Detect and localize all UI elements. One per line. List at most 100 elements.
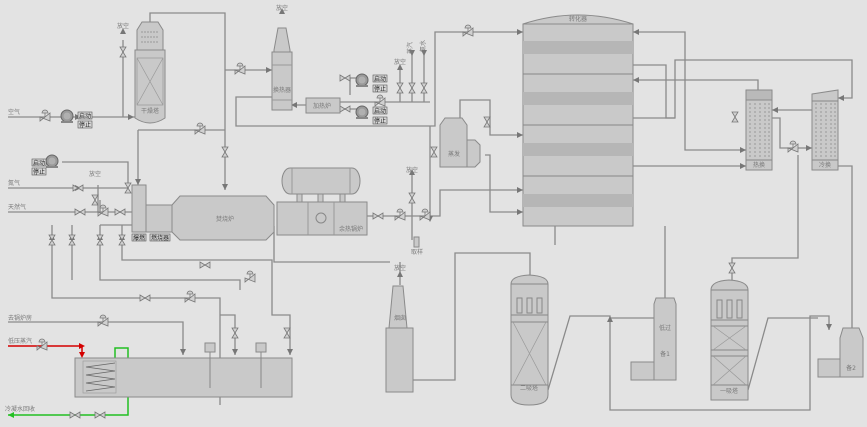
steam-label: 蒸汽	[406, 42, 414, 54]
svg-text:余热锅炉: 余热锅炉	[339, 225, 363, 233]
boiler-feed-label: 去锅炉房	[8, 314, 32, 322]
steam-valve[interactable]	[408, 82, 416, 94]
pump-2-start-button[interactable]: 启动	[31, 158, 47, 167]
svg-text:干燥塔: 干燥塔	[141, 107, 159, 115]
tank-valve-1[interactable]	[231, 327, 239, 339]
svg-text:冷换: 冷换	[819, 161, 831, 169]
incinerator: 焚烧炉	[131, 184, 275, 241]
svg-text:二吸塔: 二吸塔	[520, 384, 538, 392]
condensate-valve-1[interactable]	[69, 411, 81, 419]
gas-valve-1[interactable]	[74, 208, 86, 216]
pump-discharge-valve[interactable]	[374, 94, 386, 107]
pump-4-stop-button[interactable]: 停止	[372, 116, 388, 125]
svg-text:蒸发: 蒸发	[448, 150, 460, 158]
svg-text:热换: 热换	[753, 161, 765, 169]
bypass-control-valve[interactable]	[194, 122, 206, 135]
svg-text:烟囱: 烟囱	[394, 314, 406, 322]
evaporator: 蒸发	[439, 117, 481, 168]
converter-inlet-valve[interactable]	[462, 24, 474, 37]
filter-tank: 低过 备1	[630, 297, 677, 381]
line-control-valve[interactable]	[244, 270, 256, 283]
steam-control-valve[interactable]	[36, 338, 48, 351]
air-control-valve[interactable]	[39, 109, 51, 122]
condensate-tank	[74, 342, 293, 398]
nitrogen-valve[interactable]	[72, 184, 84, 192]
svg-text:加热炉: 加热炉	[313, 102, 331, 110]
svg-text:燃烧器: 燃烧器	[151, 234, 169, 242]
absorber-valve[interactable]	[728, 262, 736, 274]
svg-text:停止: 停止	[33, 168, 45, 176]
svg-text:备1: 备1	[660, 350, 670, 358]
cold-exchanger: 冷换	[811, 89, 839, 171]
svg-text:转化器: 转化器	[569, 15, 587, 23]
hot-exchanger-valve[interactable]	[731, 111, 739, 123]
svg-text:爆燃: 爆燃	[133, 234, 145, 242]
gas-pump[interactable]	[45, 154, 59, 169]
evaporator-outlet-valve[interactable]	[483, 116, 491, 128]
preheater-control-valve[interactable]	[234, 62, 246, 75]
feed-pump-2[interactable]	[355, 105, 369, 120]
vent-valve[interactable]	[119, 46, 127, 58]
pump-inlet-valve-2[interactable]	[339, 105, 351, 113]
natural-gas-label: 天然气	[8, 203, 26, 211]
evaporator-valve[interactable]	[430, 146, 438, 158]
air-label: 空气	[8, 108, 20, 116]
heater: 加热炉	[305, 97, 341, 114]
pump-2-stop-button[interactable]: 停止	[31, 167, 47, 176]
feed-pump-1[interactable]	[355, 73, 369, 88]
vent-label-5: 放空	[406, 166, 418, 174]
tank-valve-2[interactable]	[283, 327, 291, 339]
boiler-control-valve-2[interactable]	[419, 208, 431, 221]
vent-label-2: 放空	[276, 4, 288, 12]
pump-inlet-valve[interactable]	[339, 74, 351, 82]
boiler-outlet-valve[interactable]	[372, 212, 384, 220]
nitrogen-label: 氮气	[8, 179, 20, 187]
pipe-network	[8, 12, 853, 416]
line-valve[interactable]	[199, 261, 211, 269]
pump-3-start-button[interactable]: 启动	[372, 74, 388, 83]
vent-label-3: 放空	[394, 58, 406, 66]
svg-text:停止: 停止	[374, 85, 386, 93]
burner-label: 燃烧器	[149, 233, 171, 242]
converter: 转化器	[522, 14, 634, 227]
air-pump[interactable]	[60, 109, 74, 124]
pump-3-stop-button[interactable]: 停止	[372, 84, 388, 93]
vent-label-6: 放空	[394, 264, 406, 272]
svg-text:启动: 启动	[79, 112, 91, 120]
svg-text:换热器: 换热器	[273, 86, 291, 94]
condensate-valve-2[interactable]	[94, 411, 106, 419]
waste-heat-boiler: 余热锅炉	[276, 167, 368, 236]
svg-text:一吸塔: 一吸塔	[720, 387, 738, 395]
pump-1-start-button[interactable]: 启动	[77, 111, 93, 120]
condensate-return-line	[8, 347, 129, 416]
line-valve-2[interactable]	[139, 294, 151, 302]
gas-valve-2[interactable]	[114, 208, 126, 216]
svg-text:取样: 取样	[411, 248, 423, 256]
sampling-point[interactable]: 取样	[411, 236, 423, 256]
svg-text:启动: 启动	[374, 75, 386, 83]
boiler-vent-valve[interactable]	[408, 192, 416, 204]
line-control-valve-2[interactable]	[184, 290, 196, 303]
ammonia-valve[interactable]	[420, 82, 428, 94]
svg-text:停止: 停止	[374, 117, 386, 125]
gas-vent-valve[interactable]	[91, 194, 99, 206]
pump-1-stop-button[interactable]: 停止	[77, 120, 93, 129]
pump-4-start-button[interactable]: 启动	[372, 106, 388, 115]
first-absorber: 一吸塔	[710, 279, 749, 401]
preheater: 换热器	[271, 27, 293, 111]
igniter-label: 爆燃	[131, 233, 147, 242]
svg-text:低过: 低过	[659, 324, 671, 332]
incinerator-inlet-valve[interactable]	[221, 146, 229, 158]
ammonia-label: 氨水	[419, 40, 427, 52]
flow-arrows	[8, 8, 844, 418]
exchanger-control-valve[interactable]	[787, 140, 799, 153]
svg-text:备2: 备2	[846, 364, 856, 372]
boiler-control-valve[interactable]	[394, 208, 406, 221]
svg-text:启动: 启动	[33, 159, 45, 167]
svg-text:启动: 启动	[374, 107, 386, 115]
vent-valve-2[interactable]	[396, 82, 404, 94]
low-pressure-steam-label: 低压蒸汽	[8, 337, 32, 345]
svg-text:停止: 停止	[79, 121, 91, 129]
boiler-feed-valve[interactable]	[97, 314, 109, 327]
